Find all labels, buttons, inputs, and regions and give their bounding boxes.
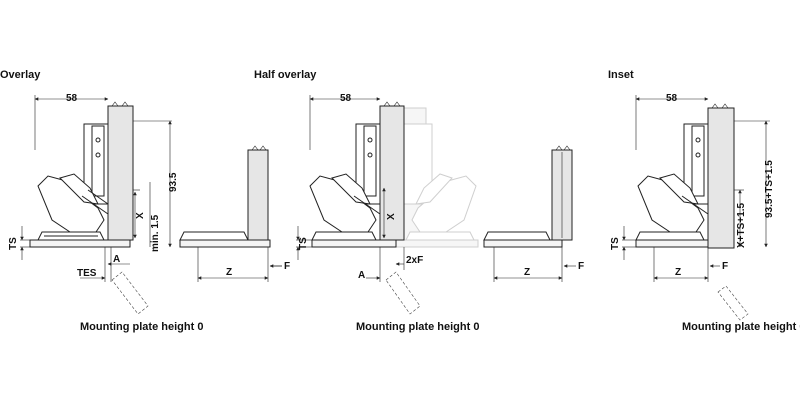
inset-base bbox=[635, 239, 709, 248]
overlay-dim-tes: TES bbox=[77, 268, 97, 279]
overlay-dim-93-5: 93.5 bbox=[168, 172, 179, 192]
half-overlay-section: Half overlay 58 X bbox=[254, 69, 584, 333]
inset-hinge bbox=[637, 123, 709, 233]
inset-section: Inset 58 93.5+TS+1.5 X+TS+1.5 TS bbox=[608, 69, 800, 333]
half-overlay-dim-f: F bbox=[578, 261, 584, 272]
overlay-section: Overlay 58 93.5 min. 1.5 bbox=[0, 69, 290, 333]
half-overlay-dim-a: A bbox=[358, 270, 365, 281]
overlay-dim-ts: TS bbox=[8, 237, 19, 250]
overlay-dim-min-1-5: min. 1.5 bbox=[150, 214, 161, 252]
inset-title: Inset bbox=[608, 69, 634, 81]
inset-dim-height: 93.5+TS+1.5 bbox=[764, 160, 775, 218]
half-overlay-dim-x: X bbox=[386, 213, 397, 220]
overlay-door bbox=[107, 105, 134, 241]
inset-dim-xts: X+TS+1.5 bbox=[736, 203, 747, 248]
half-overlay-dim-58: 58 bbox=[340, 93, 352, 104]
inset-dim-ts: TS bbox=[610, 237, 621, 250]
half-overlay-dim-2xf: 2xF bbox=[406, 255, 423, 266]
overlay-dim-a: A bbox=[113, 254, 120, 265]
overlay-dim-x: X bbox=[135, 212, 146, 219]
inset-dim-58: 58 bbox=[666, 93, 678, 104]
half-overlay-title: Half overlay bbox=[254, 69, 317, 81]
half-overlay-caption: Mounting plate height 0 bbox=[356, 321, 479, 333]
half-overlay-ghost-hinge bbox=[395, 107, 479, 248]
inset-door bbox=[707, 107, 735, 249]
half-overlay-base bbox=[311, 239, 397, 248]
half-overlay-dim-ts: TS bbox=[298, 237, 309, 250]
half-overlay-hinge bbox=[309, 123, 381, 233]
half-overlay-side-base bbox=[483, 239, 563, 248]
overlay-caption: Mounting plate height 0 bbox=[80, 321, 203, 333]
overlay-dim-58: 58 bbox=[66, 93, 78, 104]
overlay-dim-f: F bbox=[284, 261, 290, 272]
half-overlay-dim-z: Z bbox=[524, 267, 530, 278]
overlay-title: Overlay bbox=[0, 69, 41, 81]
overlay-base bbox=[29, 239, 131, 248]
inset-caption: Mounting plate height 0 bbox=[682, 321, 800, 333]
inset-dim-z: Z bbox=[675, 267, 681, 278]
overlay-hinge bbox=[37, 123, 109, 233]
inset-dim-f: F bbox=[722, 261, 728, 272]
overlay-side-panel bbox=[247, 149, 269, 241]
overlay-side-base bbox=[179, 239, 271, 248]
overlay-dim-z: Z bbox=[226, 267, 232, 278]
